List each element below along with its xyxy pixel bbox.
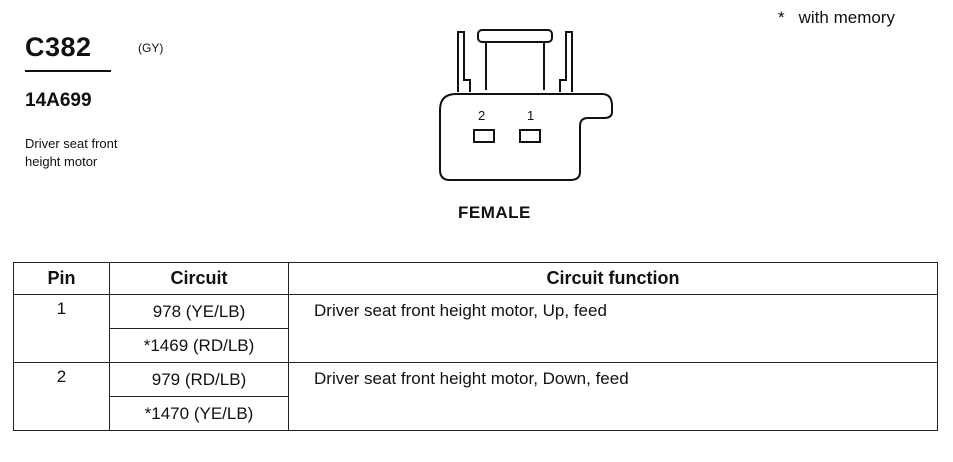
connector-id: C382 (25, 32, 92, 62)
locking-tab-right (559, 31, 573, 92)
table-header-row: Pin Circuit Circuit function (13, 262, 938, 295)
footnote-text: with memory (798, 8, 895, 27)
description-line-2: height motor (25, 154, 98, 169)
terminal-2 (473, 129, 495, 143)
connector-gender: FEMALE (458, 203, 531, 222)
pinout-table: Pin Circuit Circuit function 1 978 (YE/L… (13, 262, 938, 431)
circuit-cell: *1470 (YE/LB) (109, 396, 289, 431)
footnote-symbol: * (778, 8, 785, 27)
table-row: 2 979 (RD/LB) Driver seat front height m… (13, 362, 938, 431)
terminal-1 (519, 129, 541, 143)
cavity-label-1: 1 (527, 108, 534, 123)
cavity-label-2: 2 (478, 108, 485, 123)
table-row: *1469 (RD/LB) (14, 328, 938, 363)
circuit-function-cell: Driver seat front height motor, Down, fe… (288, 362, 938, 431)
header-circuit-function: Circuit function (288, 262, 938, 295)
header-circuit: Circuit (109, 262, 289, 295)
connector-face-diagram: 2 1 (439, 29, 613, 181)
pin-cell: 1 (13, 294, 110, 363)
part-number: 14A699 (25, 90, 92, 111)
connector-color-code: (GY) (138, 41, 164, 55)
connector-description: Driver seat front height motor (25, 135, 185, 171)
connector-id-underline (25, 70, 111, 72)
pin-cell: 2 (13, 362, 110, 431)
connector-latch (477, 29, 553, 43)
circuit-cell: *1469 (RD/LB) (109, 328, 289, 363)
table-row: 1 978 (YE/LB) Driver seat front height m… (13, 294, 938, 363)
locking-tab-left (457, 31, 471, 92)
memory-footnote: * with memory (778, 8, 895, 28)
circuit-function-cell: Driver seat front height motor, Up, feed (288, 294, 938, 363)
circuit-cell: 979 (RD/LB) (109, 362, 289, 397)
header-pin: Pin (13, 262, 110, 295)
table-row: *1470 (YE/LB) (14, 396, 938, 431)
circuit-cell: 978 (YE/LB) (109, 294, 289, 329)
description-line-1: Driver seat front (25, 136, 118, 151)
connector-body (439, 93, 613, 181)
